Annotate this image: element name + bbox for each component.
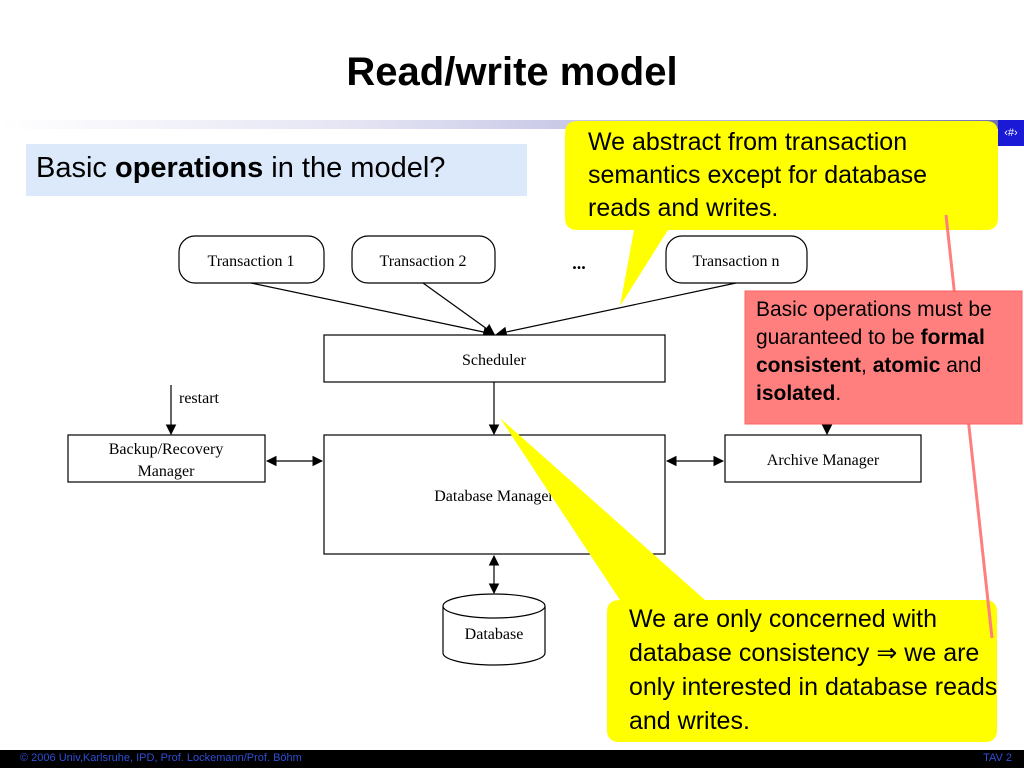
implies-symbol: ⇒ [876, 638, 898, 667]
question-text: Basic operations in the model? [36, 152, 445, 185]
slide-title: Read/write model [346, 50, 678, 94]
callout-consistency-pointer [500, 418, 705, 600]
backup-recovery-label-1: Backup/Recovery [109, 441, 224, 458]
footer-bar: © 2006 Univ,Karlsruhe, IPD, Prof. Lockem… [0, 750, 1024, 768]
transaction-2-label: Transaction 2 [380, 253, 467, 270]
footer-copyright: © 2006 Univ,Karlsruhe, IPD, Prof. Lockem… [20, 752, 302, 764]
scheduler-node [323, 334, 666, 383]
archive-manager-node [724, 434, 922, 483]
arrow-t2-scheduler [422, 282, 495, 335]
backup-recovery-node [67, 434, 266, 483]
guarantee-part-2: , [861, 354, 873, 377]
guarantee-bold-3: isolated [756, 382, 836, 405]
footer-page-label: TAV 2 [983, 752, 1012, 764]
consistency-part-2: we are only interested in database reads… [629, 639, 998, 735]
transaction-ellipsis: ... [572, 253, 586, 273]
database-label: Database [465, 626, 524, 643]
scheduler-label: Scheduler [462, 352, 527, 369]
transaction-n-node [665, 235, 808, 284]
callout-consistency-shape [607, 600, 997, 742]
question-suffix: in the model? [263, 152, 446, 184]
consistency-part-1: We are only concerned with database cons… [629, 605, 938, 667]
callout-abstract-text: We abstract from transaction semantics e… [588, 128, 928, 222]
transaction-1-label: Transaction 1 [208, 253, 295, 270]
guarantee-part-4: . [835, 382, 842, 405]
question-box: Basic operations in the model? [26, 144, 527, 196]
backup-recovery-label-2: Manager [138, 463, 196, 480]
question-bold: operations [114, 152, 264, 184]
arrow-tn-scheduler [495, 282, 737, 338]
slide-number-marker: ‹#› [998, 120, 1024, 146]
callout-guarantee-box [744, 290, 1023, 425]
guarantee-part-1: Basic operations must be guaranteed to b… [756, 298, 992, 349]
guarantee-bold-1: formal consistent [756, 326, 985, 377]
transaction-n-label: Transaction n [693, 253, 780, 270]
archive-manager-label: Archive Manager [767, 452, 880, 469]
database-cylinder-top [442, 593, 546, 619]
callout-guarantee-text: Basic operations must be guaranteed to b… [756, 296, 1018, 408]
callout-abstract-shape [565, 121, 998, 306]
title-divider [0, 120, 1024, 129]
database-manager-label: Database Manager [434, 488, 554, 505]
question-prefix: Basic [36, 152, 115, 184]
database-cylinder [442, 606, 546, 666]
restart-label: restart [179, 390, 220, 407]
guarantee-bold-2: atomic [872, 354, 941, 377]
guarantee-part-3: and [940, 354, 982, 377]
arrow-t1-scheduler [250, 282, 495, 338]
callout-consistency-text: We are only concerned with database cons… [629, 602, 999, 738]
pink-connector-line [944, 214, 994, 639]
